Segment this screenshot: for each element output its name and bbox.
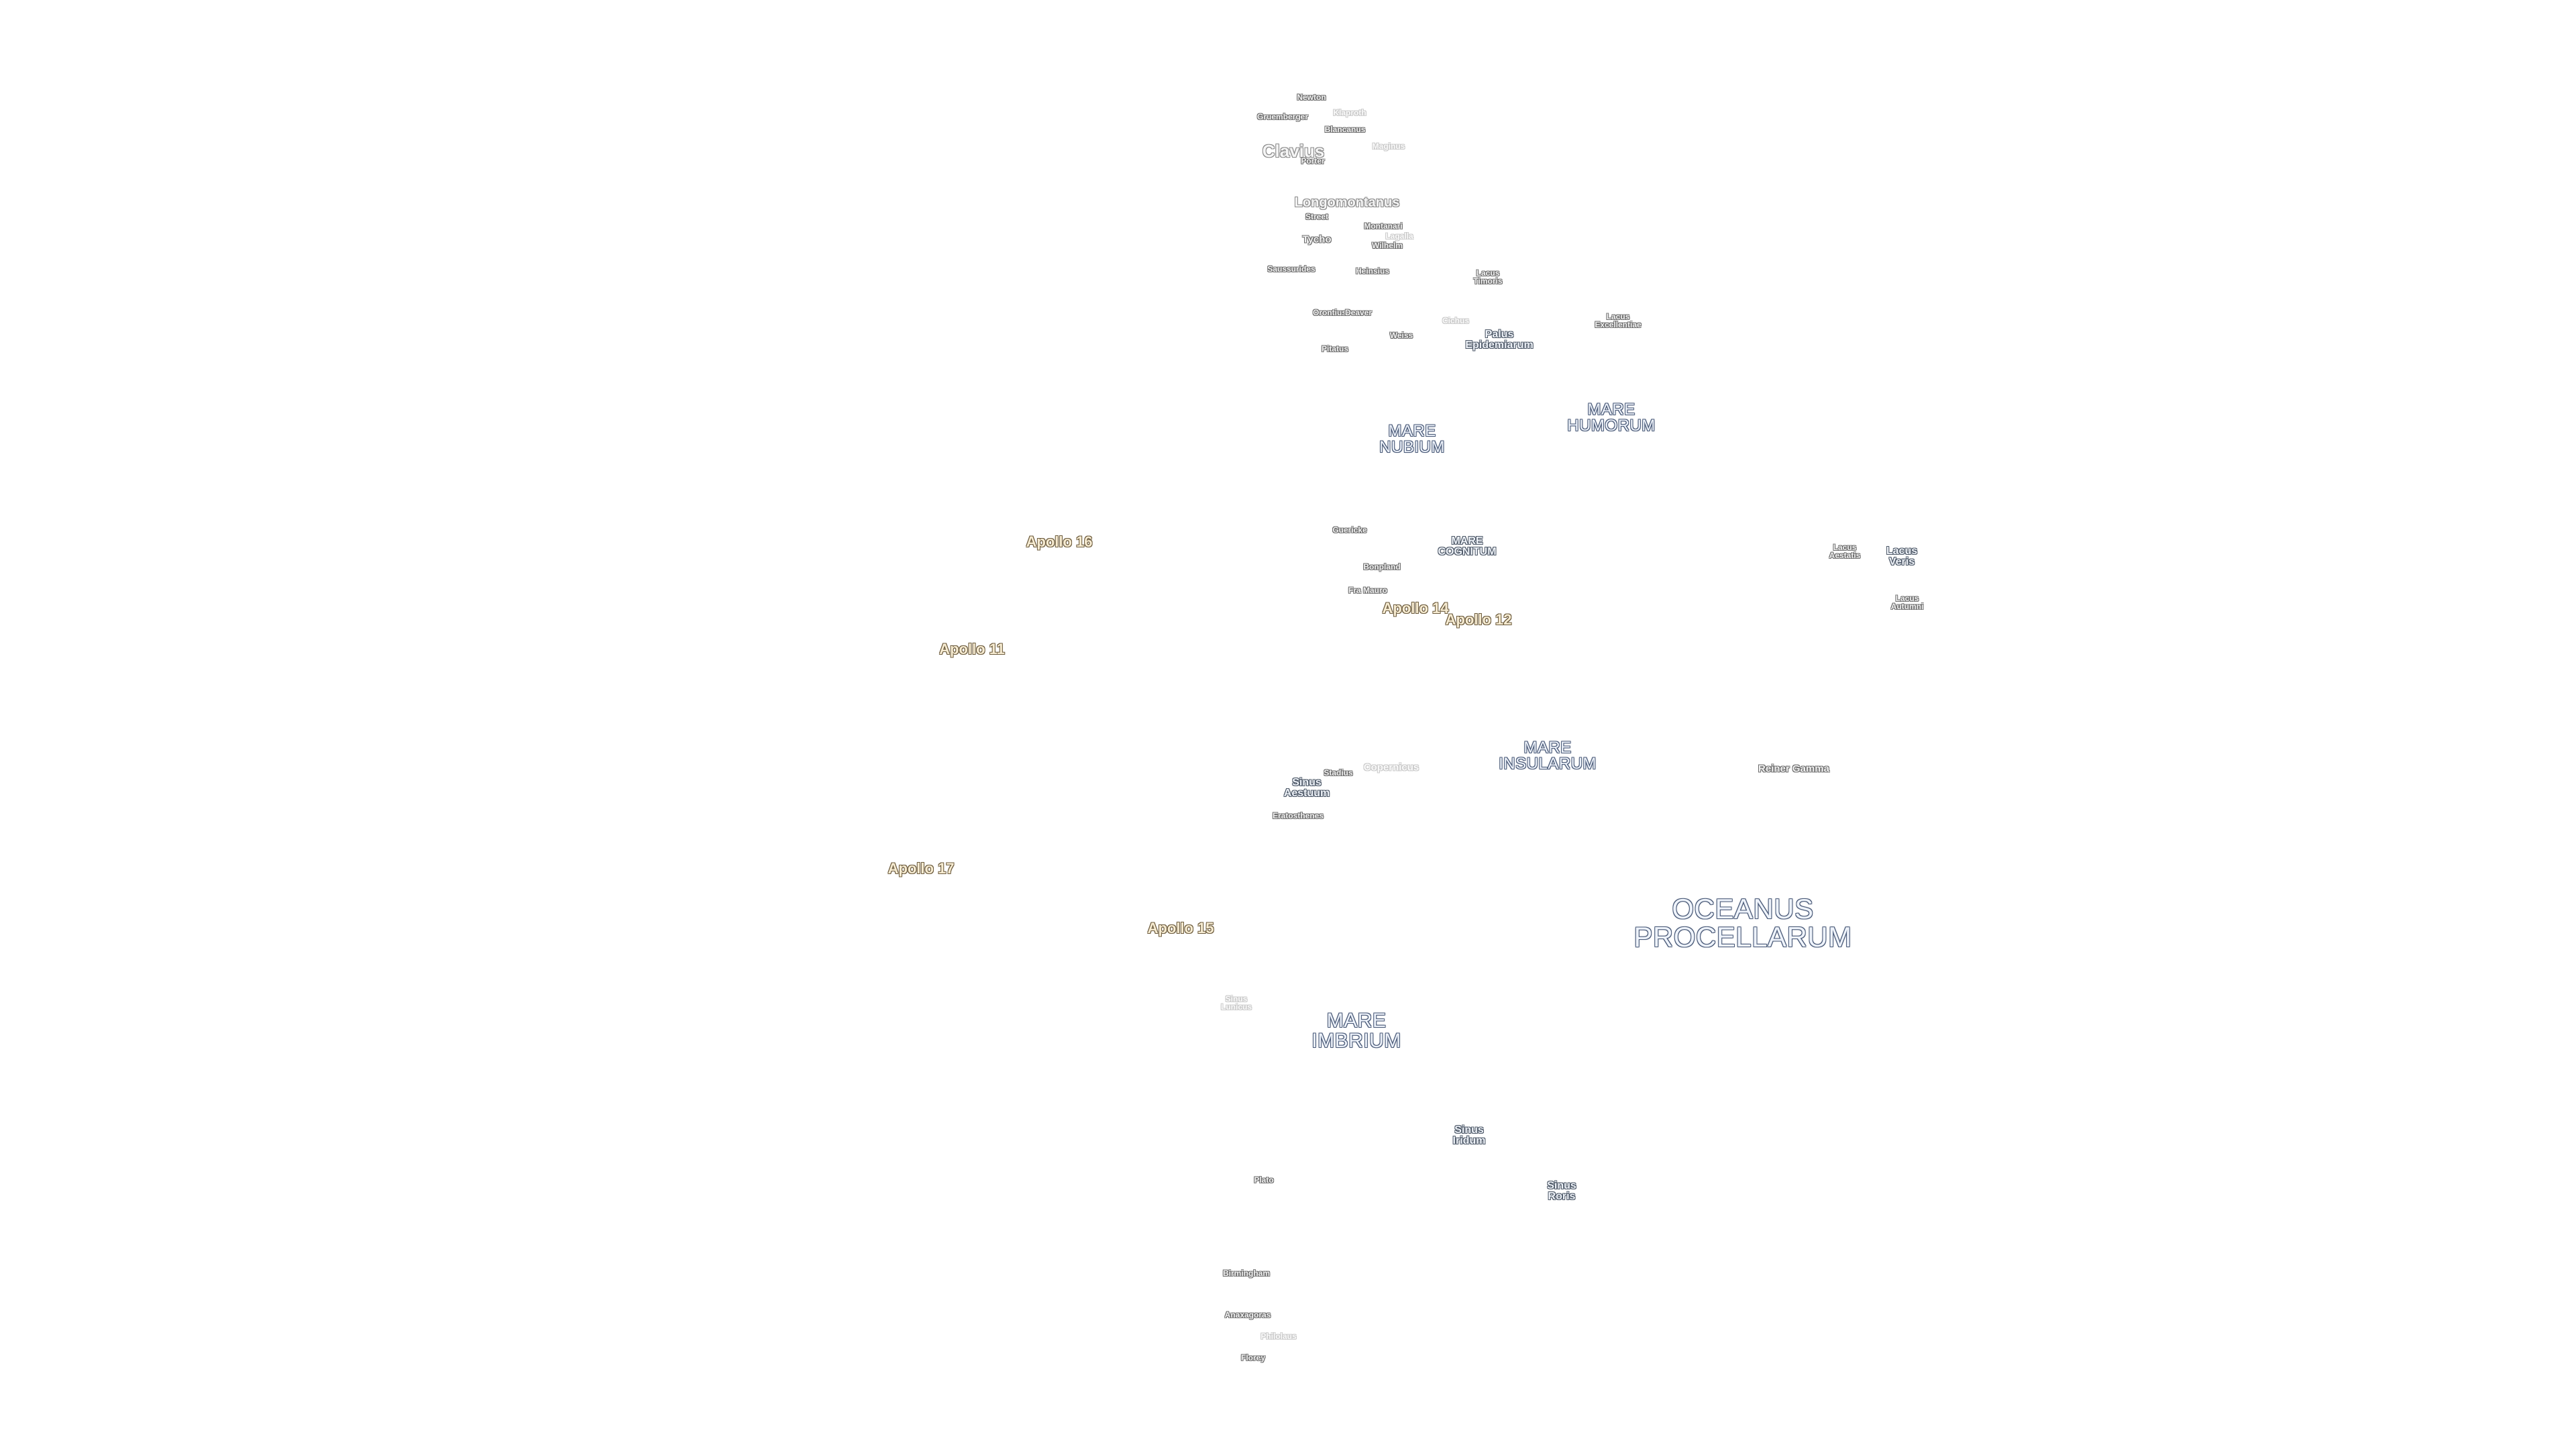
map-label-apollo12[interactable]: Apollo 12 [1445,611,1512,628]
map-label-lagalla[interactable]: Lagalla [1385,231,1413,241]
map-label-saussurides[interactable]: Saussurides [1267,264,1316,274]
map-label-anaxagoras[interactable]: Anaxagoras [1224,1310,1271,1320]
map-label-plato[interactable]: Plato [1254,1175,1274,1185]
map-label-montanari[interactable]: Montanari [1364,221,1403,231]
map-label-nasireddin[interactable]: Deaver [1344,308,1373,317]
map-label-sinus-roris[interactable]: Sinus Roris [1547,1180,1576,1202]
map-label-mare-nubium[interactable]: MARE NUBIUM [1379,422,1445,456]
map-label-sinus-lunicus[interactable]: Sinus Lunicus [1220,994,1252,1012]
map-label-sinus-iridum[interactable]: Sinus Iridum [1452,1124,1486,1146]
map-label-longomontanus[interactable]: Longomontanus [1294,195,1400,210]
map-label-weiss[interactable]: Weiss [1389,331,1413,340]
map-label-mare-insularum[interactable]: MARE INSULARUM [1499,739,1597,773]
map-label-apollo14[interactable]: Apollo 14 [1382,600,1449,616]
map-label-unnamed1[interactable]: Maginus [1372,142,1405,151]
map-label-florey[interactable]: Florey [1240,1353,1266,1362]
map-label-mare-humorum[interactable]: MARE HUMORUM [1567,400,1656,435]
map-label-sinus-aestuum[interactable]: Sinus Aestuum [1283,777,1330,799]
map-label-lacus-excellentiae[interactable]: Lacus Excellentiae [1595,312,1642,329]
map-label-clavius[interactable]: Clavius [1262,141,1325,161]
map-label-reiner-gamma[interactable]: Reiner Gamma [1758,763,1829,775]
map-label-birmingham[interactable]: Birmingham [1222,1269,1271,1278]
map-label-gruemberger[interactable]: Gruemberger [1256,112,1309,121]
map-label-mare-imbrium[interactable]: MARE IMBRIUM [1311,1010,1401,1052]
map-label-apollo15[interactable]: Apollo 15 [1147,920,1214,936]
map-label-bonpland[interactable]: Bonpland [1363,562,1401,572]
map-label-klaproth[interactable]: Klaproth [1333,108,1366,117]
map-label-lacus-timoris[interactable]: Lacus Timoris [1473,268,1503,286]
map-label-apollo17[interactable]: Apollo 17 [888,860,955,877]
map-label-fra-mauro[interactable]: Fra Mauro [1348,586,1388,595]
map-label-apollo11[interactable]: Apollo 11 [939,641,1005,657]
map-label-pitatus[interactable]: Pitatus [1321,344,1349,354]
map-label-wilhelm[interactable]: Wilhelm [1372,241,1403,250]
map-label-lacus-autumni-small[interactable]: Lacus Aestatis [1829,543,1861,560]
map-label-tycho[interactable]: Tycho [1302,233,1332,246]
map-label-oceanus-procellarum[interactable]: OCEANUS PROCELLARUM [1633,893,1852,953]
map-label-guericke[interactable]: Guericke [1332,525,1367,535]
map-label-apollo16[interactable]: Apollo 16 [1026,533,1093,550]
map-label-cichus[interactable]: Cichus [1442,316,1470,325]
map-label-mare-cognitum[interactable]: MARE COGNITUM [1438,535,1497,557]
map-label-stadius[interactable]: Stadius [1324,768,1353,777]
map-label-palus-epidemiarum[interactable]: Palus Epidemiarum [1465,329,1534,351]
map-label-street[interactable]: Street [1305,212,1329,221]
map-label-blancanus[interactable]: Blancanus [1324,125,1366,134]
map-label-porter[interactable]: Porter [1301,156,1325,166]
map-label-lacus-autumni[interactable]: Lacus Autumni [1890,594,1924,611]
map-label-heinsius[interactable]: Heinsius [1355,266,1390,276]
map-label-orontius[interactable]: Orontius [1313,308,1346,317]
map-label-lacus-veris[interactable]: Lacus Veris [1886,545,1918,568]
map-label-philolaus[interactable]: Philolaus [1260,1332,1297,1341]
map-label-eratosthenes[interactable]: Eratosthenes [1272,811,1324,820]
map-label-newton[interactable]: Newton [1297,93,1326,102]
map-label-copernicus[interactable]: Copernicus [1363,761,1419,773]
